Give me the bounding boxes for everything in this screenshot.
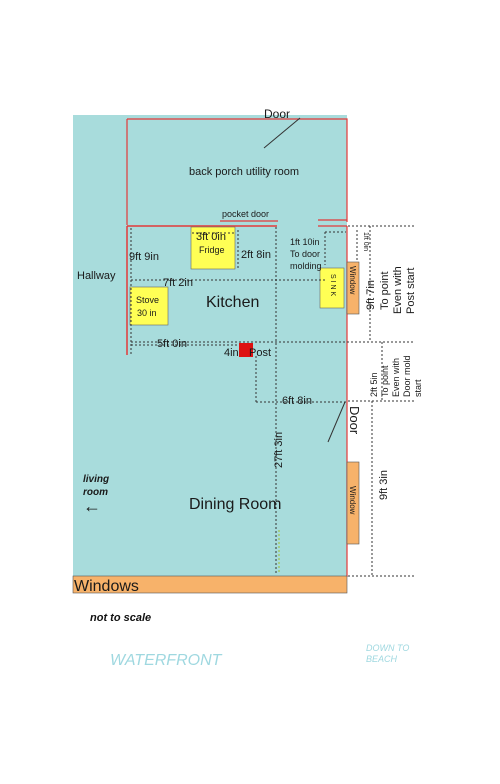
dimension-lines — [130, 225, 415, 577]
right-dim-label-3: Even with — [392, 266, 404, 314]
living-label-1: living — [83, 474, 109, 485]
living-label-2: room — [83, 487, 108, 498]
fridge-dim-label: 3ft 0in — [196, 231, 226, 243]
house-area — [73, 115, 347, 577]
sink-label: S I N K — [329, 274, 336, 297]
right-door-swing — [327, 401, 346, 443]
top-door-swing — [263, 117, 301, 149]
door-molding-label-1: 1ft 10in — [290, 237, 320, 247]
dining-label: Dining Room — [189, 496, 281, 513]
upper-window-label: Window — [348, 266, 357, 295]
sink-box — [319, 267, 345, 309]
left-dim-label: 9ft 9in — [129, 251, 159, 263]
lower-window — [346, 461, 360, 545]
down-to-beach-2: BEACH — [366, 654, 398, 664]
fridge-depth-label: 2ft 8in — [241, 249, 271, 261]
post-box — [239, 343, 253, 357]
door-molding-label-3: molding — [290, 261, 322, 271]
post-size-label: 4in — [224, 347, 239, 359]
small-right-label-4: Door mold — [402, 355, 412, 397]
small-right-label-1: 2ft 5in — [369, 372, 379, 397]
vert-dim-label: 27ft 3in — [273, 432, 285, 468]
waterfront-label: WATERFRONT — [110, 652, 222, 669]
small-right-label-2: To point — [380, 365, 390, 397]
fridge-box — [190, 226, 236, 270]
back-porch-label: back porch utility room — [189, 166, 299, 178]
post-to-wall-label: 6ft 8in — [282, 395, 312, 407]
lower-right-dim-label: 9ft 3in — [378, 470, 390, 500]
back-porch-walls — [126, 118, 348, 225]
small-dim-label: 1ft 0in — [362, 232, 369, 251]
post-label: Post — [249, 347, 271, 359]
lower-window-label: Window — [348, 486, 357, 515]
down-to-beach-1: DOWN TO — [366, 643, 410, 653]
small-right-label-3: Even with — [391, 358, 401, 397]
right-dim-label-1: 9ft 7in — [365, 280, 377, 310]
not-to-scale: not to scale — [90, 612, 152, 624]
door-top-label: Door — [264, 107, 290, 121]
upper-window — [346, 261, 360, 315]
stove-size-label: 30 in — [137, 308, 157, 318]
bottom-windows — [72, 575, 348, 594]
arrow-left-icon: ← — [83, 496, 101, 516]
door-right-label: Door — [347, 406, 362, 435]
stove-label: Stove — [136, 295, 159, 305]
windows-label: Windows — [74, 578, 139, 595]
fridge-label: Fridge — [199, 245, 225, 255]
door-molding-label-2: To door — [290, 249, 320, 259]
pocket-door-label: pocket door — [222, 209, 269, 219]
kitchen-label: Kitchen — [206, 294, 259, 311]
post-dim-label: 5ft 0in — [157, 338, 187, 350]
stove-box — [129, 286, 169, 326]
width-dim-label: 7ft 2in — [163, 277, 193, 289]
right-dim-label-4: Post start — [405, 268, 417, 314]
small-right-label-5: start — [413, 379, 423, 397]
right-dim-label-2: To point — [379, 271, 391, 310]
hallway-label: Hallway — [77, 270, 116, 282]
